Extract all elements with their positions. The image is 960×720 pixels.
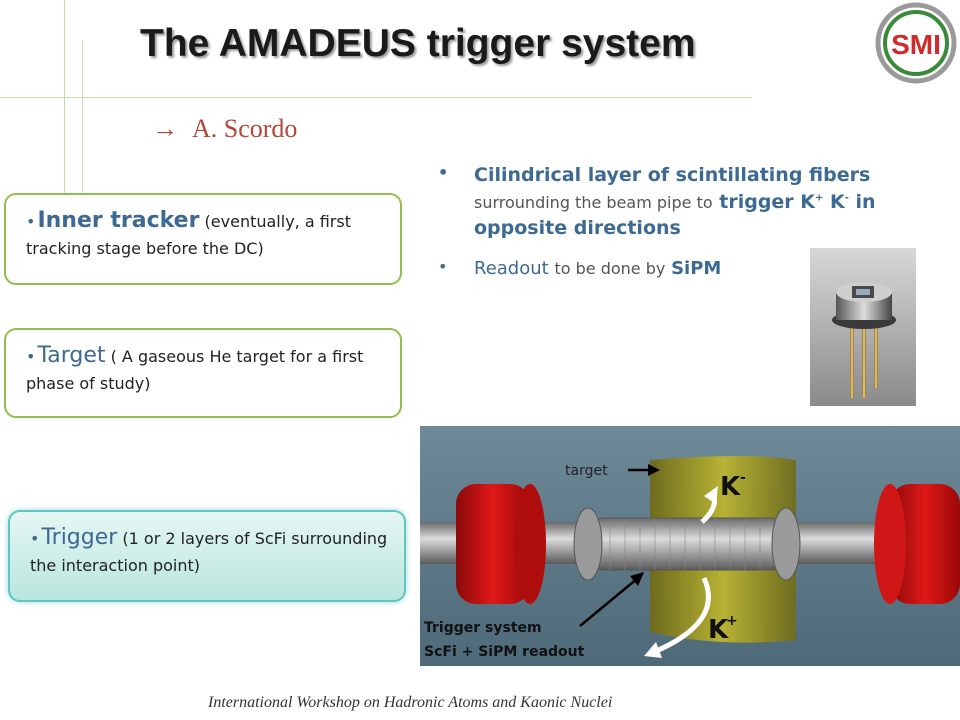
caption-line-1: Trigger system <box>424 620 542 636</box>
page-title: The AMADEUS trigger system <box>140 22 696 65</box>
decor-vline-1 <box>64 0 65 205</box>
k-plus-sign: + <box>726 613 738 629</box>
author-line: → A. Scordo <box>152 114 297 144</box>
trigger-detail: (1 or 2 layers of ScFi surrounding the i… <box>30 529 388 575</box>
detector-render: target K - K + Trigger system ScFi + SiP… <box>420 426 960 666</box>
b2-sipm: SiPM <box>671 257 722 279</box>
caption-line-2: ScFi + SiPM readout <box>424 644 585 660</box>
arrow-icon: → <box>152 114 178 143</box>
b1-trigger: trigger K+ K- <box>719 190 849 213</box>
b1-in: in opposite directions <box>474 190 876 240</box>
decor-vline-2 <box>82 40 83 205</box>
b1-bold: Cilindrical layer of scintillating fiber… <box>474 164 871 186</box>
k-plus-label: K <box>708 615 729 645</box>
k-minus-sign: - <box>740 470 746 486</box>
bullet-icon: • <box>26 212 36 231</box>
k-minus-label: K <box>720 472 741 502</box>
bullet-icon: • <box>30 529 40 548</box>
inner-tracker-box: •Inner tracker (eventually, a first trac… <box>4 193 402 285</box>
footer-text: International Workshop on Hadronic Atoms… <box>208 694 613 711</box>
trigger-heading: Trigger <box>41 525 118 550</box>
list-item: • Readout to be done by SiPM <box>436 256 936 281</box>
target-label: target <box>565 463 608 479</box>
target-detail: ( A gaseous He target for a first phase … <box>26 347 364 393</box>
decor-hline <box>0 97 752 98</box>
bullet-icon: • <box>26 347 36 366</box>
target-heading: Target <box>37 343 106 368</box>
bullet-icon: • <box>438 256 448 276</box>
trigger-box: •Trigger (1 or 2 layers of ScFi surround… <box>8 510 406 602</box>
smi-logo-text: SMI <box>891 29 941 60</box>
inner-tracker-detail: (eventually, a first tracking stage befo… <box>26 212 351 258</box>
author-name: A. Scordo <box>192 114 298 143</box>
inner-tracker-heading: Inner tracker <box>37 208 200 233</box>
smi-logo: SMI <box>875 2 957 84</box>
sipm-photo <box>810 248 916 406</box>
description-list: • Cilindrical layer of scintillating fib… <box>436 162 936 295</box>
b2-readout: Readout <box>474 257 549 279</box>
b1-small: surrounding the beam pipe to <box>474 192 713 212</box>
target-box: •Target ( A gaseous He target for a firs… <box>4 328 402 418</box>
list-item: • Cilindrical layer of scintillating fib… <box>436 162 936 242</box>
b2-small: to be done by <box>554 258 666 278</box>
bullet-icon: • <box>438 163 449 182</box>
